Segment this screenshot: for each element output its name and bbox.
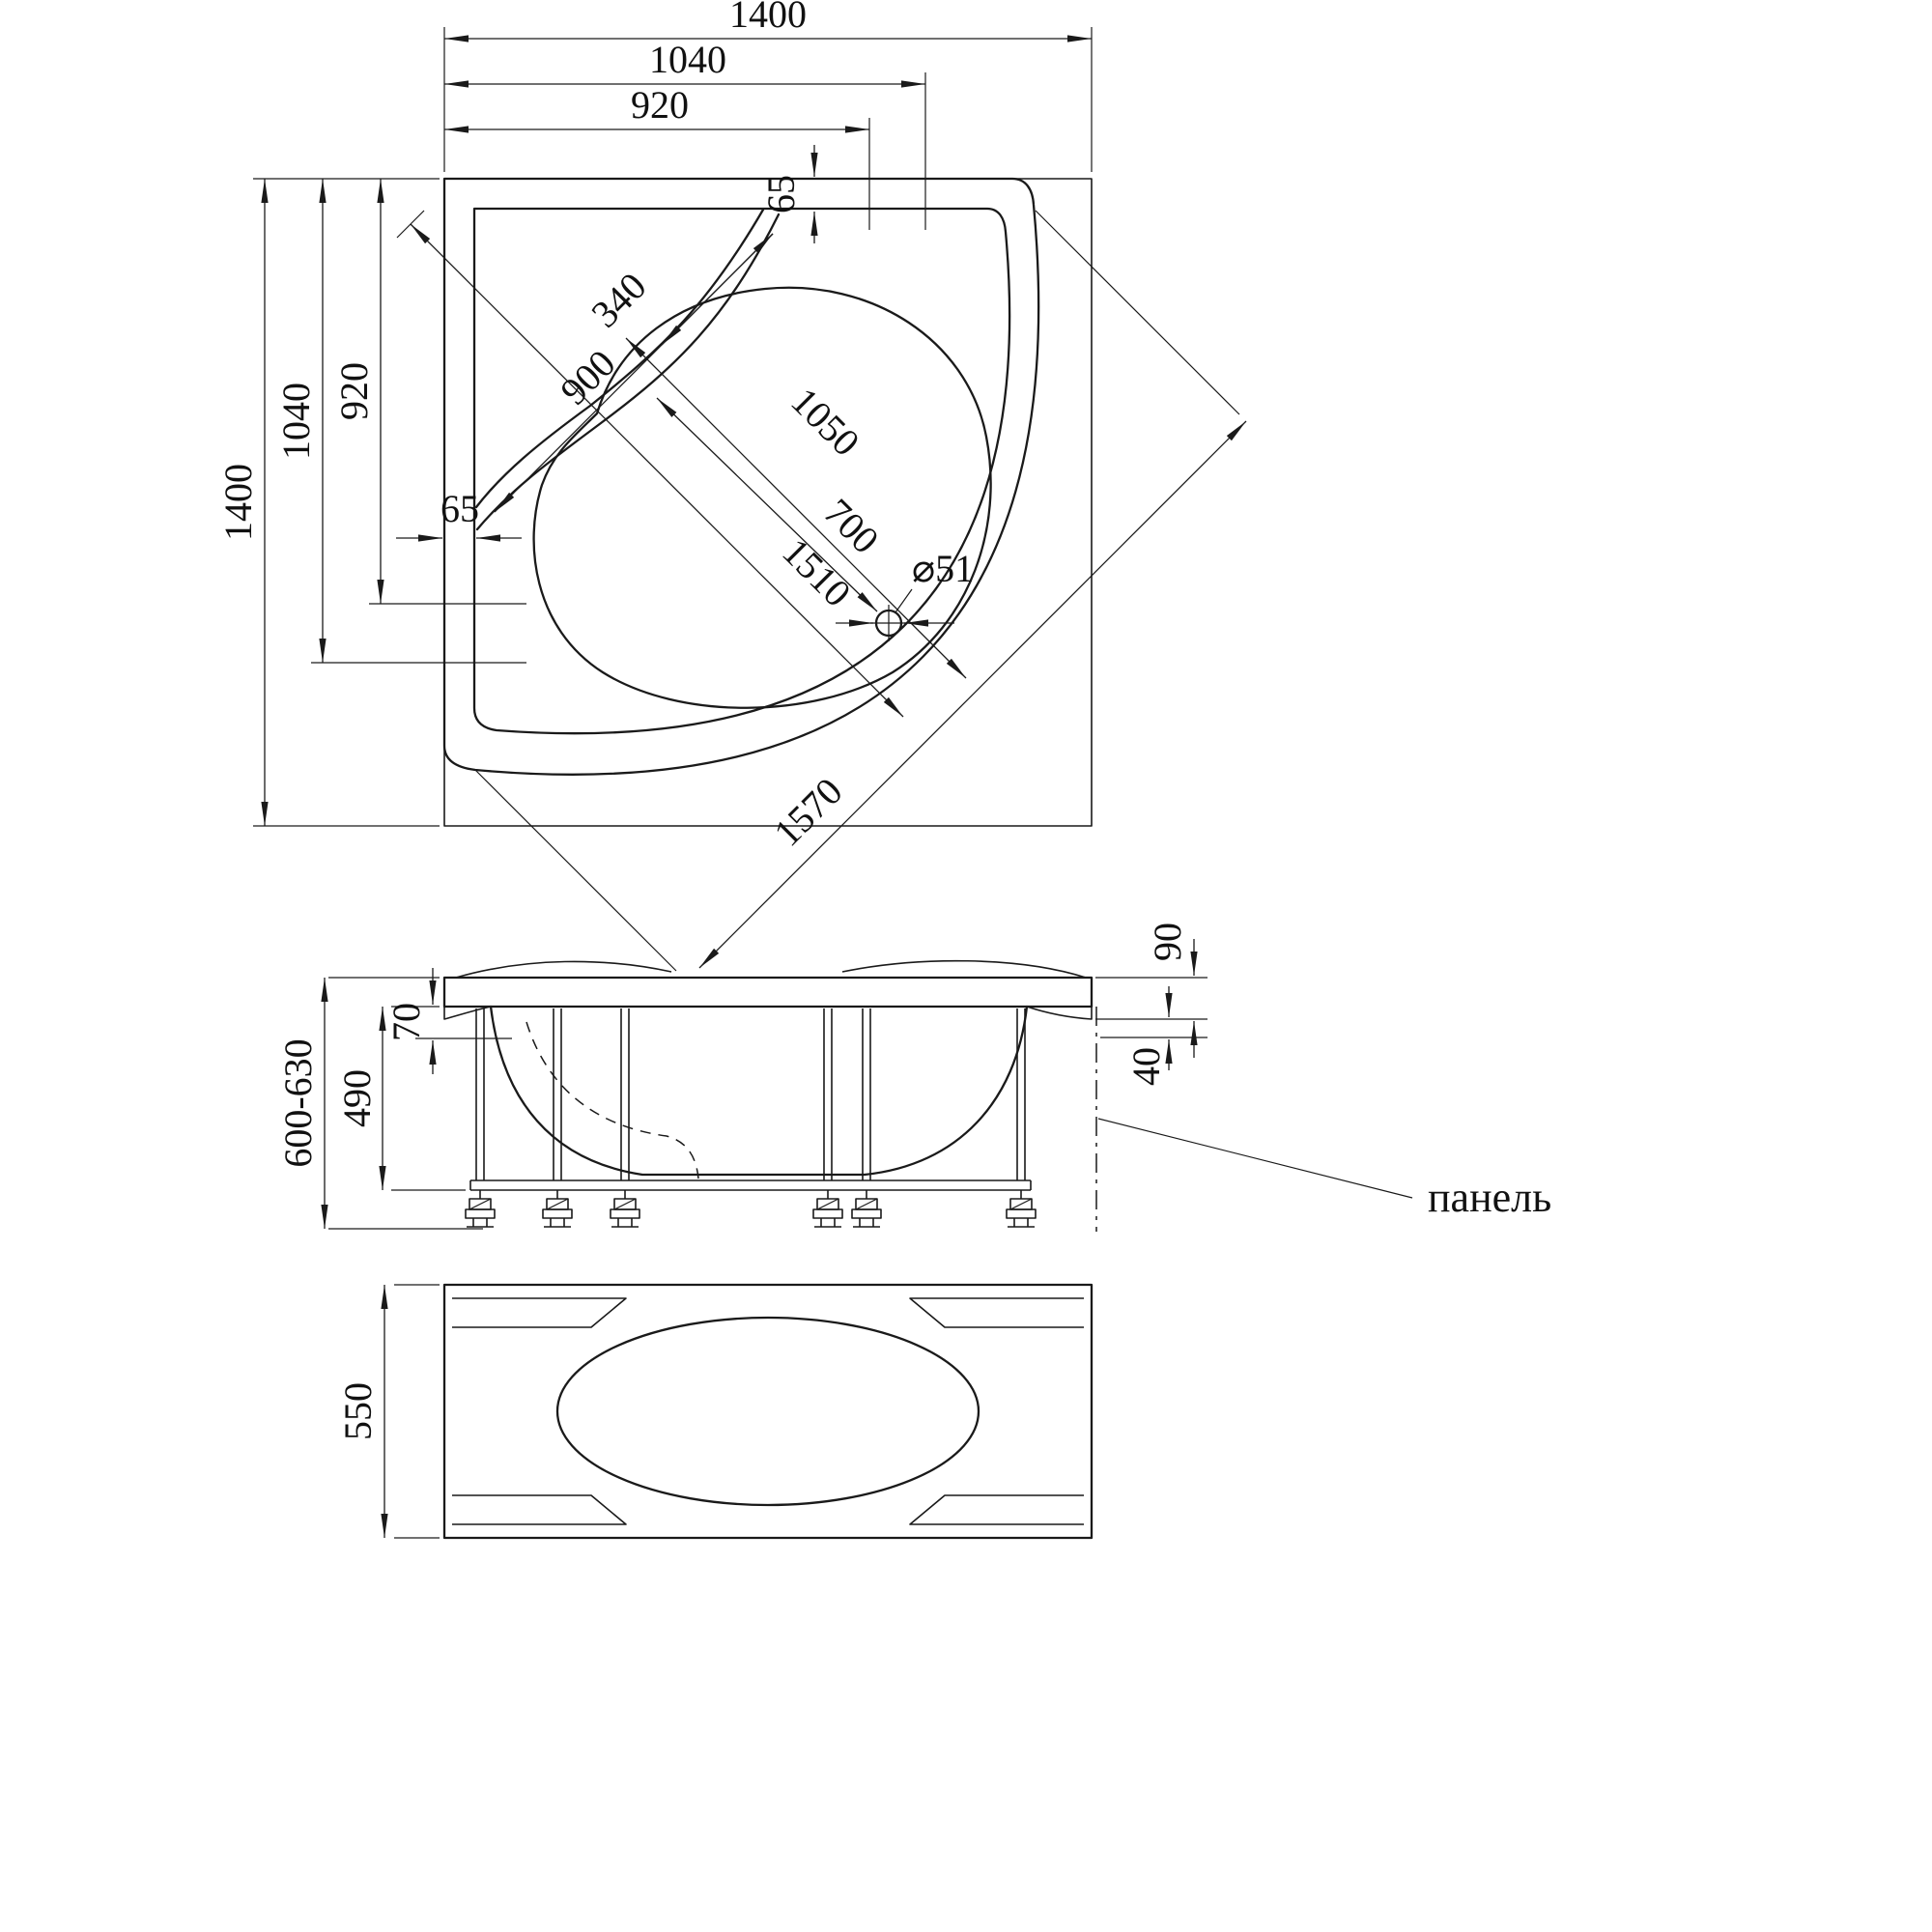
panel-leader-line <box>1097 1118 1413 1199</box>
seat-curve-inner <box>475 213 781 531</box>
leveling-foot <box>812 1189 843 1228</box>
end-tick <box>396 210 425 239</box>
dim-gap-40: 40 <box>1124 1047 1168 1086</box>
extension-line <box>328 977 483 1230</box>
panel-bracket-bottom-right <box>909 1494 1084 1525</box>
seat-curve-outer <box>474 208 765 509</box>
dim-top-920: 920 <box>631 83 689 127</box>
tub-inner-rim <box>472 207 1011 735</box>
leveling-foot <box>851 1189 882 1228</box>
rim-back-edge-right <box>841 959 1087 979</box>
dim-panel-550: 550 <box>336 1382 380 1440</box>
rim-profile <box>442 976 1094 1009</box>
frame-posts <box>475 1009 1026 1180</box>
dim-body-490: 490 <box>335 1069 379 1127</box>
extension-line <box>1095 977 1208 1038</box>
overall-square-outline <box>443 178 1093 827</box>
dim-rim-90: 90 <box>1146 923 1189 961</box>
dim-top-offset-65: 65 <box>759 175 803 213</box>
panel-label: панель <box>1428 1174 1551 1221</box>
dimension-line-1570 <box>698 420 1247 969</box>
extension-line <box>394 1284 440 1539</box>
dim-top-1040: 1040 <box>649 38 726 81</box>
top-view: 1400 1040 920 65 1400 1040 920 65 340 90… <box>216 0 1247 972</box>
extension-line <box>474 210 1240 972</box>
dim-left-1400: 1400 <box>216 464 260 541</box>
rim-back-edge-left <box>455 960 672 979</box>
dim-drain-diameter: ⌀51 <box>912 547 974 590</box>
extension-line <box>253 178 526 827</box>
dimension-line-1510 <box>410 223 904 718</box>
rim-end-left <box>443 1006 492 1020</box>
bowl-underside <box>489 1005 1029 1177</box>
dim-left-offset-65: 65 <box>440 487 479 530</box>
panel-oval-recess <box>555 1316 980 1507</box>
tub-outer-rim <box>442 177 1040 776</box>
panel-bracket-bottom-left <box>452 1494 627 1525</box>
panel-bracket-top-right <box>909 1297 1084 1328</box>
dim-front-1570: 1570 <box>765 769 850 854</box>
leader-line <box>895 588 913 613</box>
dim-left-1040: 1040 <box>274 383 318 460</box>
panel-bracket-top-left <box>452 1297 627 1328</box>
dim-height-600-630: 600-630 <box>276 1038 320 1167</box>
leveling-foot <box>465 1189 496 1228</box>
panel-outline <box>442 1283 1094 1540</box>
tub-bowl <box>532 286 992 709</box>
dim-rim-70: 70 <box>384 1003 428 1041</box>
dim-seat-340: 340 <box>582 264 654 335</box>
leveling-foot <box>1006 1189 1037 1228</box>
dim-seat-900: 900 <box>552 341 623 412</box>
dim-bowl-1050: 1050 <box>782 379 867 464</box>
dim-left-920: 920 <box>332 362 376 420</box>
leveling-foot <box>542 1189 573 1228</box>
extension-line <box>443 27 1093 230</box>
front-view: панель 600-630 490 70 90 40 <box>276 923 1551 1232</box>
frame-rail <box>469 1179 1032 1191</box>
panel-bottom-view: 550 <box>336 1283 1094 1540</box>
hidden-seat-contour <box>526 1021 699 1179</box>
dim-top-1400: 1400 <box>729 0 807 36</box>
dimension-line-1050 <box>625 337 967 679</box>
leveling-foot <box>610 1189 640 1228</box>
rim-end-right <box>1026 1006 1093 1020</box>
